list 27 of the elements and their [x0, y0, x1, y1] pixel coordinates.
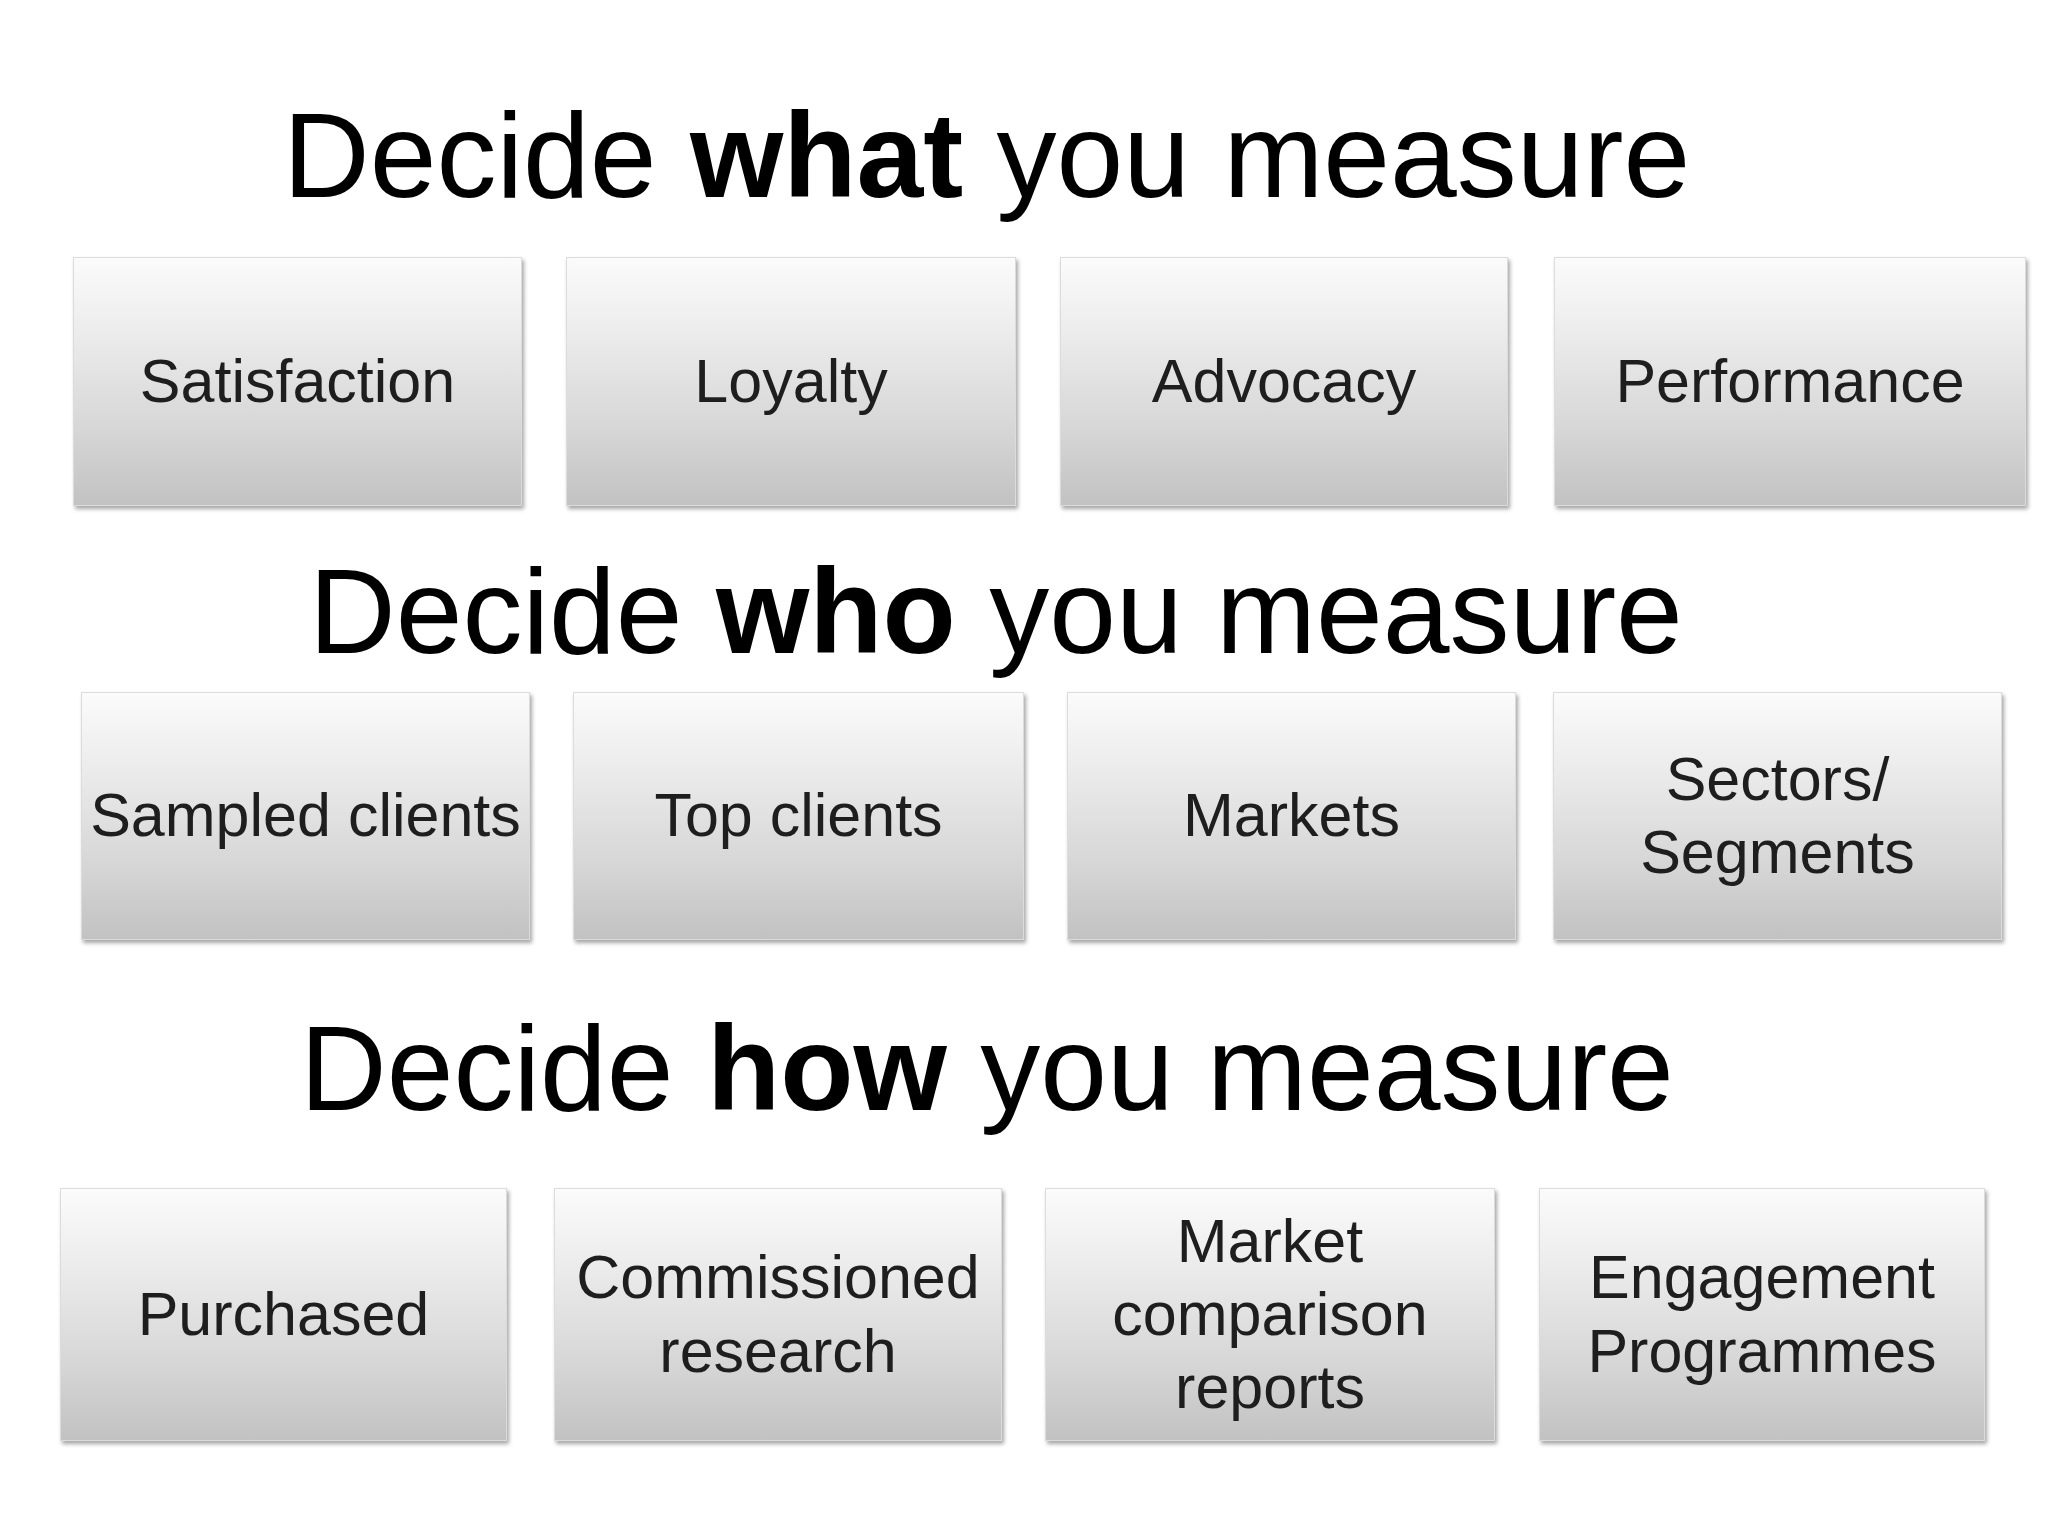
category-box: [60, 1188, 507, 1441]
category-box: [1539, 1188, 1985, 1441]
category-box: [566, 257, 1016, 506]
category-box: [1045, 1188, 1495, 1441]
category-box: [1067, 692, 1516, 940]
box-label: Sectors/ Segments: [1639, 743, 1916, 888]
box-label: Commissioned research: [575, 1242, 981, 1387]
category-box: [1554, 257, 2026, 506]
box-label: Market comparison reports: [1111, 1205, 1429, 1424]
section-heading: Decide what you measure: [283, 87, 1691, 224]
box-label: Sampled clients: [90, 780, 521, 852]
category-box: [73, 257, 522, 506]
category-box: [554, 1188, 1002, 1441]
box-label: Purchased: [137, 1278, 430, 1350]
category-box: [573, 692, 1024, 940]
category-box: [1553, 692, 2002, 940]
section-heading: Decide how you measure: [300, 1000, 1674, 1137]
section-heading: Decide who you measure: [309, 543, 1683, 680]
box-label: Engagement Programmes: [1586, 1242, 1938, 1387]
category-box: [81, 692, 530, 940]
box-label: Markets: [1183, 780, 1400, 852]
box-label: Performance: [1615, 345, 1965, 417]
category-box: [1060, 257, 1508, 506]
box-label: Satisfaction: [139, 345, 456, 417]
box-label: Top clients: [654, 780, 943, 852]
box-label: Advocacy: [1151, 345, 1417, 417]
box-label: Loyalty: [694, 345, 888, 417]
